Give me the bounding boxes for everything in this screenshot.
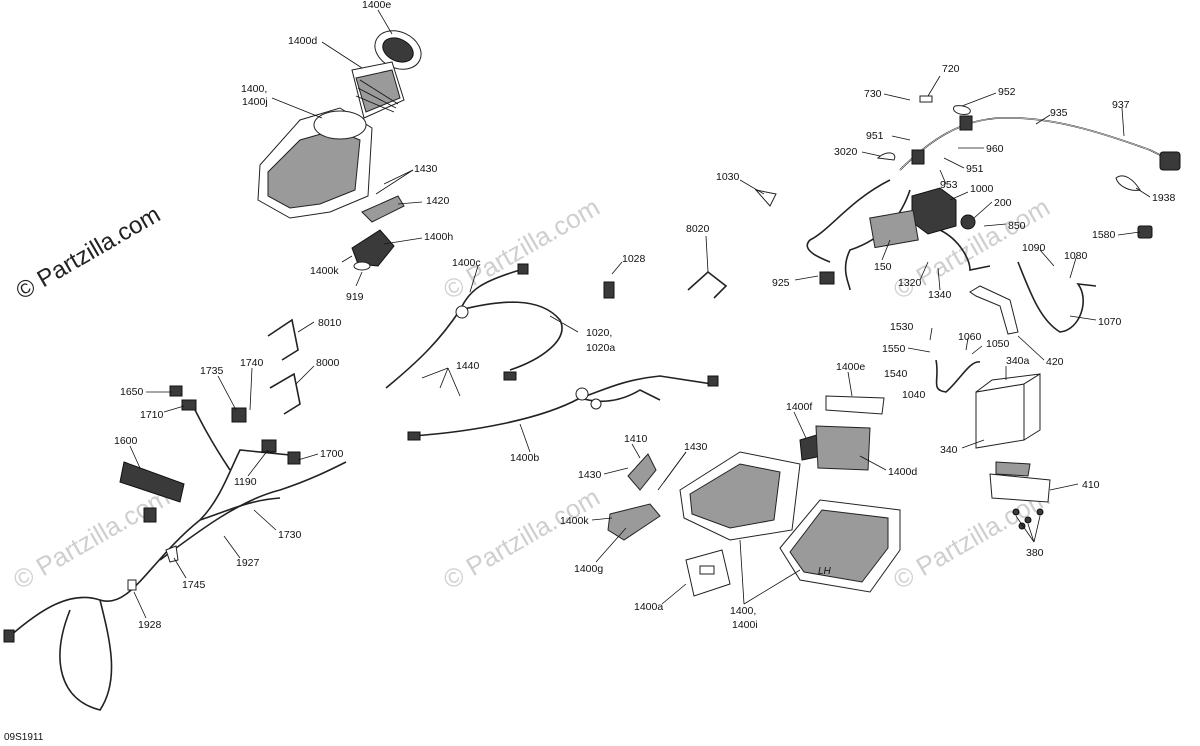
callout: 340a <box>1006 355 1030 367</box>
callout: 1927 <box>236 557 260 569</box>
callout: 1340 <box>928 289 952 301</box>
callout: 951 <box>966 163 984 175</box>
callout: 380 <box>1026 547 1044 559</box>
callout: 1400d <box>888 466 917 478</box>
callout: 1400k <box>560 515 589 527</box>
callout: 1400, <box>730 605 756 617</box>
callout: 1430 <box>414 163 438 175</box>
callout: 1540 <box>884 368 908 380</box>
callout: 1700 <box>320 448 344 460</box>
callout: 1400e <box>836 361 865 373</box>
callout: 1440 <box>456 360 480 372</box>
callout: 1030 <box>716 171 740 183</box>
left-harness <box>3 318 347 711</box>
callout: 1710 <box>140 409 164 421</box>
leaders-top-right <box>469 75 1151 361</box>
callout: 1430 <box>578 469 602 481</box>
callout: 1020a <box>586 342 615 354</box>
callout: 1320 <box>898 277 922 289</box>
callout: 1430 <box>684 441 708 453</box>
watermark-faint: © Partzilla.com <box>890 0 1065 4</box>
callout: 1400e <box>362 0 391 11</box>
callout: 8000 <box>316 357 340 369</box>
main-harness-right <box>687 95 1181 393</box>
callout: 1420 <box>426 195 450 207</box>
callout: 1400g <box>574 563 603 575</box>
callout: 952 <box>998 86 1016 98</box>
callout: 8010 <box>318 317 342 329</box>
callout: 1400h <box>424 231 453 243</box>
callout: 1190 <box>234 476 257 488</box>
callout: 1400c <box>452 257 481 269</box>
callout: 951 <box>866 130 884 142</box>
callout: 925 <box>772 277 790 289</box>
callout: 1400b <box>510 452 539 464</box>
callout: 1020, <box>586 327 612 339</box>
callout: 340 <box>940 444 958 456</box>
callout: 1028 <box>622 253 646 265</box>
callout: 200 <box>994 197 1012 209</box>
air-box-lower-assembly: LH <box>607 395 901 597</box>
callout: 1090 <box>1022 242 1046 254</box>
callout: 420 <box>1046 356 1064 368</box>
watermark-faint: © Partzilla.com <box>438 482 605 596</box>
callout: 410 <box>1082 479 1100 491</box>
callout: 937 <box>1112 99 1130 111</box>
callout-labels: 1400e 1400d 1400, 1400j 1430 1420 1400h … <box>114 0 1176 631</box>
callout: 1530 <box>890 321 914 333</box>
faint-watermarks: © Partzilla.com © Partzilla.com © Partzi… <box>8 0 1065 595</box>
callout: 1060 <box>958 331 982 343</box>
callout: 1600 <box>114 435 138 447</box>
callout: 953 <box>940 179 958 191</box>
callout: 919 <box>346 291 364 303</box>
reference-code: 09S1911 <box>4 732 44 743</box>
battery-area <box>975 373 1051 530</box>
callout: 935 <box>1050 107 1068 119</box>
leaders-center <box>421 367 531 453</box>
callout: 1410 <box>624 433 648 445</box>
callout: 1740 <box>240 357 264 369</box>
air-box-top-assembly <box>257 30 422 271</box>
callout: 1928 <box>138 619 162 631</box>
watermark-faint: © Partzilla.com <box>390 0 565 4</box>
callout: 1730 <box>278 529 302 541</box>
callout: 1050 <box>986 338 1010 350</box>
center-harness <box>385 263 719 441</box>
leaders-left <box>129 321 319 619</box>
callout: 3020 <box>834 146 858 158</box>
callout: 1000 <box>970 183 994 195</box>
callout: 150 <box>874 261 892 273</box>
callout: 1070 <box>1098 316 1122 328</box>
callout: 1745 <box>182 579 206 591</box>
leaders-lower-center <box>591 371 887 605</box>
callout: 1400d <box>288 35 317 47</box>
callout: 1400i <box>732 619 758 631</box>
watermark-main: © Partzilla.com <box>12 201 166 305</box>
watermark-faint: © Partzilla.com <box>8 482 175 596</box>
callout: 720 <box>942 63 960 75</box>
callout: 1080 <box>1064 250 1088 262</box>
callout: 1650 <box>120 386 144 398</box>
watermark-faint: © Partzilla.com <box>438 192 605 306</box>
callout: 1400j <box>242 96 268 108</box>
callout: 1400, <box>241 83 267 95</box>
callout: 1400a <box>634 601 663 613</box>
callout: 8020 <box>686 223 710 235</box>
callout: 1400k <box>310 265 339 277</box>
callout: 850 <box>1008 220 1026 232</box>
callout: 1580 <box>1092 229 1116 241</box>
leaders-top-left <box>271 9 423 287</box>
callout: 1938 <box>1152 192 1176 204</box>
callout: 1735 <box>200 365 224 377</box>
callout: 730 <box>864 88 882 100</box>
callout: 1400f <box>786 401 812 413</box>
decal-lh: LH <box>818 566 832 577</box>
callout: 1040 <box>902 389 926 401</box>
callout: 1550 <box>882 343 906 355</box>
leaders-battery <box>961 366 1079 543</box>
callout: 960 <box>986 143 1004 155</box>
